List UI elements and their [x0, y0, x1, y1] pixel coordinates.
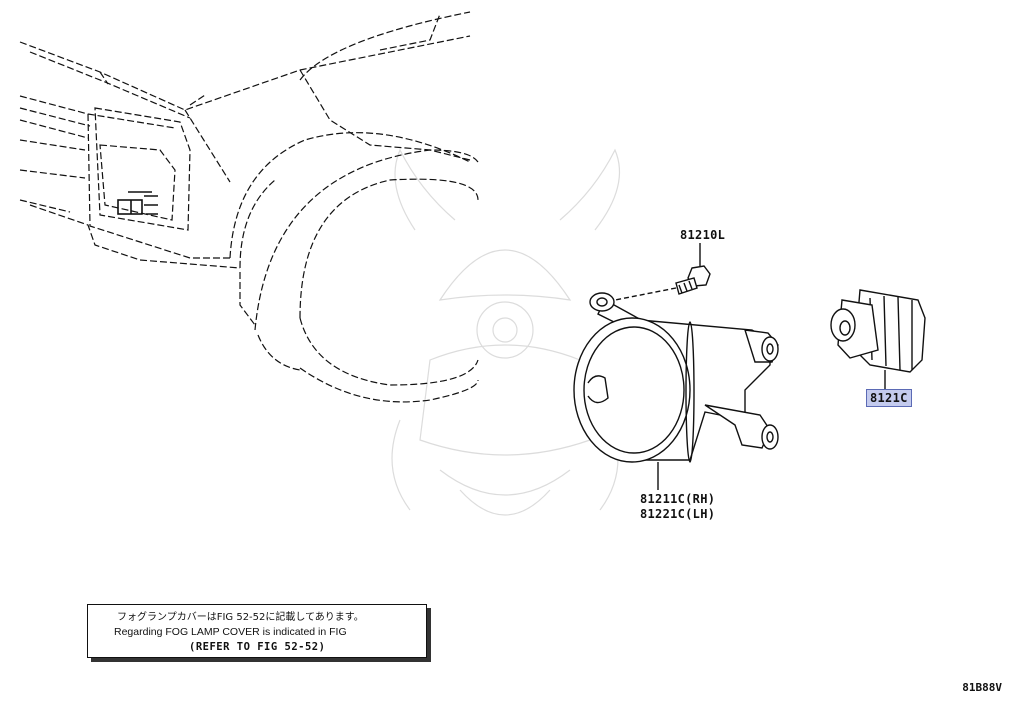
bolt-part — [614, 243, 711, 301]
bumper-fog-lamp-icon — [117, 191, 158, 215]
part-label-lamp-lh[interactable]: 81221C(LH) — [640, 507, 716, 521]
part-label-bolt[interactable]: 81210L — [680, 228, 726, 242]
note-box: フォグランプカバーはFIG 52-52に記載してあります。 Regarding … — [87, 604, 427, 658]
note-reference[interactable]: (REFER TO FIG 52-52) — [189, 641, 326, 653]
vehicle-front-outline — [19, 11, 479, 403]
figure-code: 81B88V — [962, 681, 1002, 694]
bulb-socket-part — [830, 289, 926, 390]
note-english: Regarding FOG LAMP COVER is indicated in… — [114, 626, 347, 638]
fog-lamp-assembly — [573, 292, 779, 490]
part-label-lamp-rh[interactable]: 81211C(RH) — [640, 492, 716, 506]
watermark-crest — [391, 148, 621, 516]
part-label-bulb[interactable]: 8121C — [866, 389, 912, 407]
note-japanese: フォグランプカバーはFIG 52-52に記載してあります。 — [117, 612, 364, 623]
